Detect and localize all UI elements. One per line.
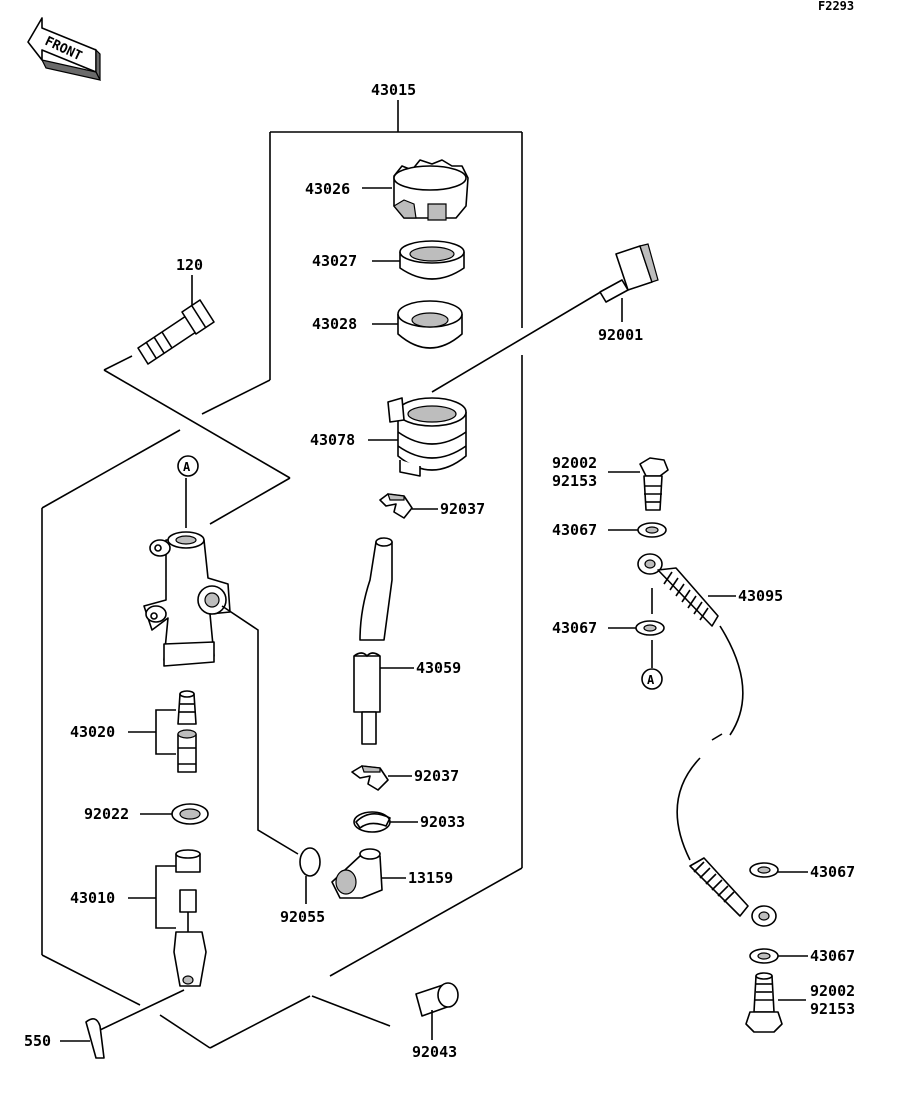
banjo-bolt-bottom [745,972,783,1033]
label-43095: 43095 [738,587,783,605]
label-43026: 43026 [305,180,350,198]
elbow-fitting [331,848,383,899]
washer-2 [635,620,665,636]
label-92043: 92043 [412,1043,457,1061]
washer-4 [749,948,779,964]
label-92037-lower: 92037 [414,767,459,785]
label-550: 550 [24,1032,51,1050]
label-43028: 43028 [312,315,357,333]
diaphragm-plate [399,240,465,280]
label-43015: 43015 [371,81,416,99]
label-120: 120 [176,256,203,274]
label-13159: 13159 [408,869,453,887]
bolt-92001 [599,243,659,303]
clamp-upper [379,493,413,519]
label-92033: 92033 [420,813,465,831]
label-43020: 43020 [70,723,115,741]
reservoir-hose [353,537,393,745]
label-43059: 43059 [416,659,461,677]
label-92153-top: 92153 [552,472,597,490]
clamp-lower [351,765,389,791]
ref-mark-a-top: A [177,455,199,477]
label-43027: 43027 [312,252,357,270]
label-43067-4: 43067 [810,947,855,965]
circlip-right [353,811,391,833]
front-arrow-icon: FRONT [27,17,102,81]
reservoir-body [387,397,467,477]
label-43078: 43078 [310,431,355,449]
brake-hose-fitting-top [637,553,719,627]
circlip-left [171,803,209,825]
ref-mark-a-hose: A [641,668,663,690]
clevis-pin [415,982,459,1017]
diagram-code: F2293 [818,0,854,13]
reservoir-cap [393,159,469,221]
svg-text:A: A [647,673,655,687]
washer-1 [637,522,667,538]
brake-hose-fitting-bottom [689,857,777,927]
label-92022: 92022 [84,805,129,823]
push-rod [173,849,207,987]
label-43067-2: 43067 [552,619,597,637]
label-43010: 43010 [70,889,115,907]
piston-kit [177,690,197,773]
label-92002-top: 92002 [552,454,597,472]
master-cylinder-body [143,531,231,667]
label-43067-1: 43067 [552,521,597,539]
label-43067-3: 43067 [810,863,855,881]
assembly-bracket [201,100,523,977]
label-92153-bottom: 92153 [810,1000,855,1018]
label-92001: 92001 [598,326,643,344]
washer-3 [749,862,779,878]
label-92037-upper: 92037 [440,500,485,518]
cotter-pin [85,1018,105,1059]
label-92055: 92055 [280,908,325,926]
frame-outline [41,355,311,1049]
bolt-120 [137,299,215,365]
banjo-bolt-top [639,457,669,511]
o-ring-92055 [299,847,321,877]
diaphragm [397,300,463,349]
label-92002-bottom: 92002 [810,982,855,1000]
svg-text:A: A [183,460,191,474]
